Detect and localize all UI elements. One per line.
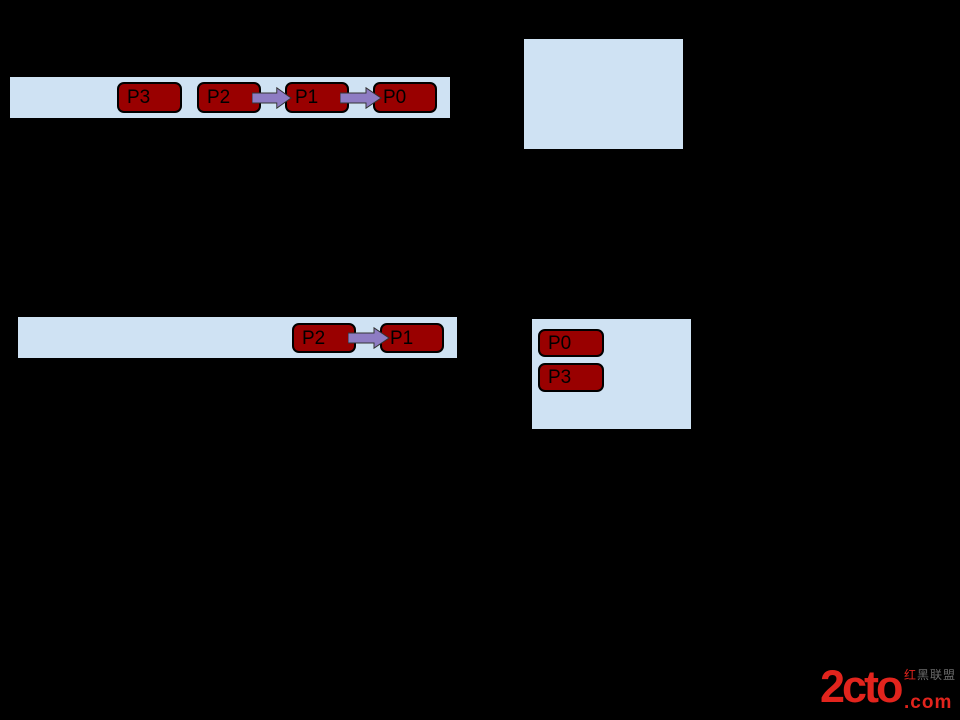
process-chip-p3: P3 <box>538 363 604 392</box>
process-label: P0 <box>383 87 407 108</box>
process-label: P1 <box>295 87 319 108</box>
arrow-right-icon <box>252 87 292 109</box>
arrow-right-icon <box>348 327 390 349</box>
process-label: P2 <box>302 327 326 349</box>
logo-tagline: 红黑联盟 <box>904 668 956 682</box>
process-chip-p2: P2 <box>197 82 261 113</box>
logo-tagline-dark: 黑联盟 <box>917 668 957 682</box>
2cto-logo: 2cto 红黑联盟 .com <box>820 662 960 718</box>
process-label: P2 <box>207 87 231 108</box>
process-chip-p0: P0 <box>373 82 437 113</box>
top-right-box <box>524 39 683 149</box>
process-chip-p3: P3 <box>117 82 182 113</box>
process-label: P0 <box>548 332 572 354</box>
arrow-right-icon <box>340 87 382 109</box>
process-chip-p1: P1 <box>380 323 444 353</box>
process-chip-p2: P2 <box>292 323 356 353</box>
logo-brand-text: 2cto <box>820 661 904 712</box>
process-label: P3 <box>127 87 151 108</box>
logo-domain-suffix: .com <box>904 692 953 713</box>
process-chip-p0: P0 <box>538 329 604 357</box>
logo-tagline-red: 红 <box>904 668 918 682</box>
process-label: P3 <box>548 367 572 388</box>
process-label: P1 <box>390 327 414 349</box>
